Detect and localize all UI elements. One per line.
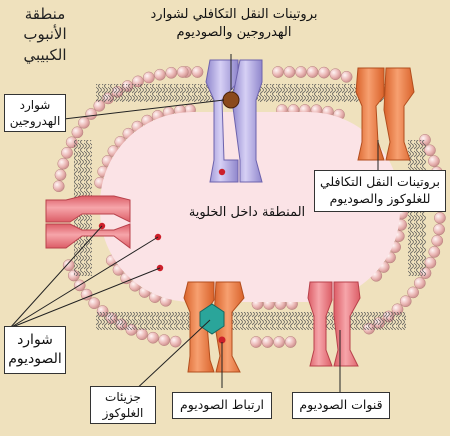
phospholipid-head (273, 336, 285, 348)
phospholipid-head (147, 331, 159, 344)
hydrogen-sodium-symporter-protein (205, 59, 263, 183)
phospholipid-head (413, 277, 426, 289)
phospholipid-head (88, 297, 101, 310)
label-sodium-ions: شوارد الصوديوم (4, 326, 66, 374)
phospholipid-head (407, 286, 419, 299)
phospholipid-head (306, 66, 319, 78)
phospholipid-head (295, 66, 307, 78)
phospholipid-head (424, 256, 437, 269)
phospholipid-head (61, 146, 73, 159)
label-glucose-molecules: جزيئات الغلوكوز (90, 386, 156, 425)
label-tubule-lumen: منطقة الأنبوب الكبيبي (23, 5, 67, 64)
phospholipid-head (431, 234, 444, 247)
phospholipid-head (428, 155, 440, 167)
phospholipid-head (78, 116, 90, 129)
phospholipid-head (62, 259, 75, 272)
phospholipid-head (284, 336, 297, 348)
phospholipid-head (283, 66, 296, 78)
phospholipid-head (165, 66, 178, 79)
phospholipid-head (250, 336, 262, 348)
label-glucose-sodium-protein: بروتينات النقل التكافلي للغلوكوز والصودي… (314, 170, 446, 212)
glucose-hexagon (199, 303, 225, 335)
hydrogen-ion-dot (222, 91, 240, 109)
phospholipid-head (85, 108, 98, 120)
phospholipid-head (340, 70, 353, 83)
label-intracellular: المنطقة داخل الخلوية (184, 202, 310, 224)
phospholipid-head (433, 223, 445, 236)
phospholipid-head (329, 68, 342, 81)
phospholipid-head (57, 157, 70, 170)
glucose-sodium-symporter-protein-right (355, 67, 415, 161)
phospholipid-head (136, 328, 148, 341)
leader-lines (9, 54, 379, 396)
phospholipid-head (318, 66, 330, 79)
phospholipid-head (176, 66, 189, 78)
sodium-channel-left (45, 195, 131, 249)
phospholipid-head (191, 66, 204, 78)
phospholipid-head (158, 334, 171, 346)
phospholipid-head (428, 246, 441, 258)
phospholipid-head (261, 336, 274, 348)
phospholipid-head (399, 295, 412, 308)
label-hydrogen-sodium-protein: بروتينات النقل التكافلي لشوارد الهدروجين… (150, 7, 318, 40)
label-sodium-binding: ارتباط الصوديوم (172, 392, 272, 419)
phospholipid-head (54, 169, 67, 181)
phospholipid-head (142, 71, 155, 84)
phospholipid-head (434, 212, 446, 224)
phospholipid-head (52, 180, 65, 193)
phospholipid-head (154, 68, 166, 81)
bound-sodium-ion (218, 336, 226, 344)
phospholipid-head (71, 126, 84, 139)
phospholipid-head (169, 335, 182, 348)
phospholipid-head (272, 66, 284, 78)
label-hydrogen-ions: شوارد الهدروجين (4, 94, 66, 133)
label-sodium-channels: قنوات الصوديوم (292, 392, 390, 419)
